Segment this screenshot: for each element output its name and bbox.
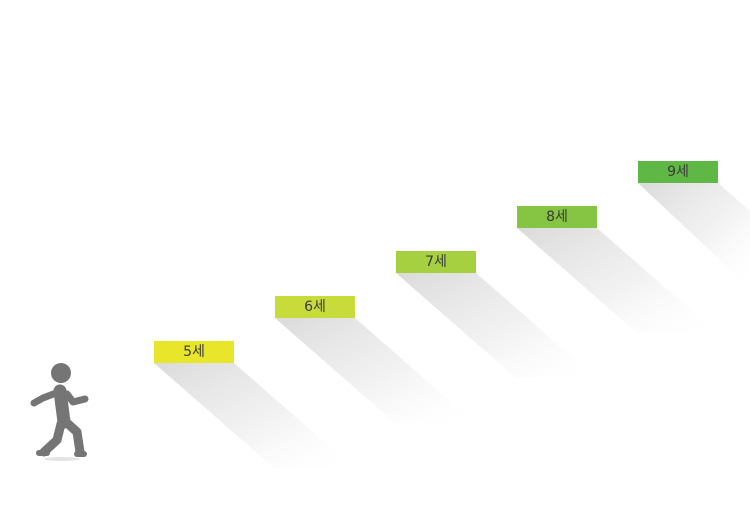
step-shadow: [396, 273, 596, 378]
step-age-8: 8세: [517, 206, 597, 228]
step-label: 5세: [183, 344, 205, 360]
step-shadow: [517, 228, 717, 333]
step-label: 8세: [546, 209, 568, 225]
walking-person-icon: [30, 363, 89, 461]
step-age-9: 9세: [638, 161, 718, 183]
step-shadow: [154, 363, 354, 468]
step-shadow: [638, 183, 750, 288]
step-shadow: [275, 318, 475, 423]
step-age-6: 6세: [275, 296, 355, 318]
step-label: 9세: [667, 164, 689, 180]
step-age-5: 5세: [154, 341, 234, 363]
step-label: 7세: [425, 254, 447, 270]
step-label: 6세: [304, 299, 326, 315]
step-age-7: 7세: [396, 251, 476, 273]
